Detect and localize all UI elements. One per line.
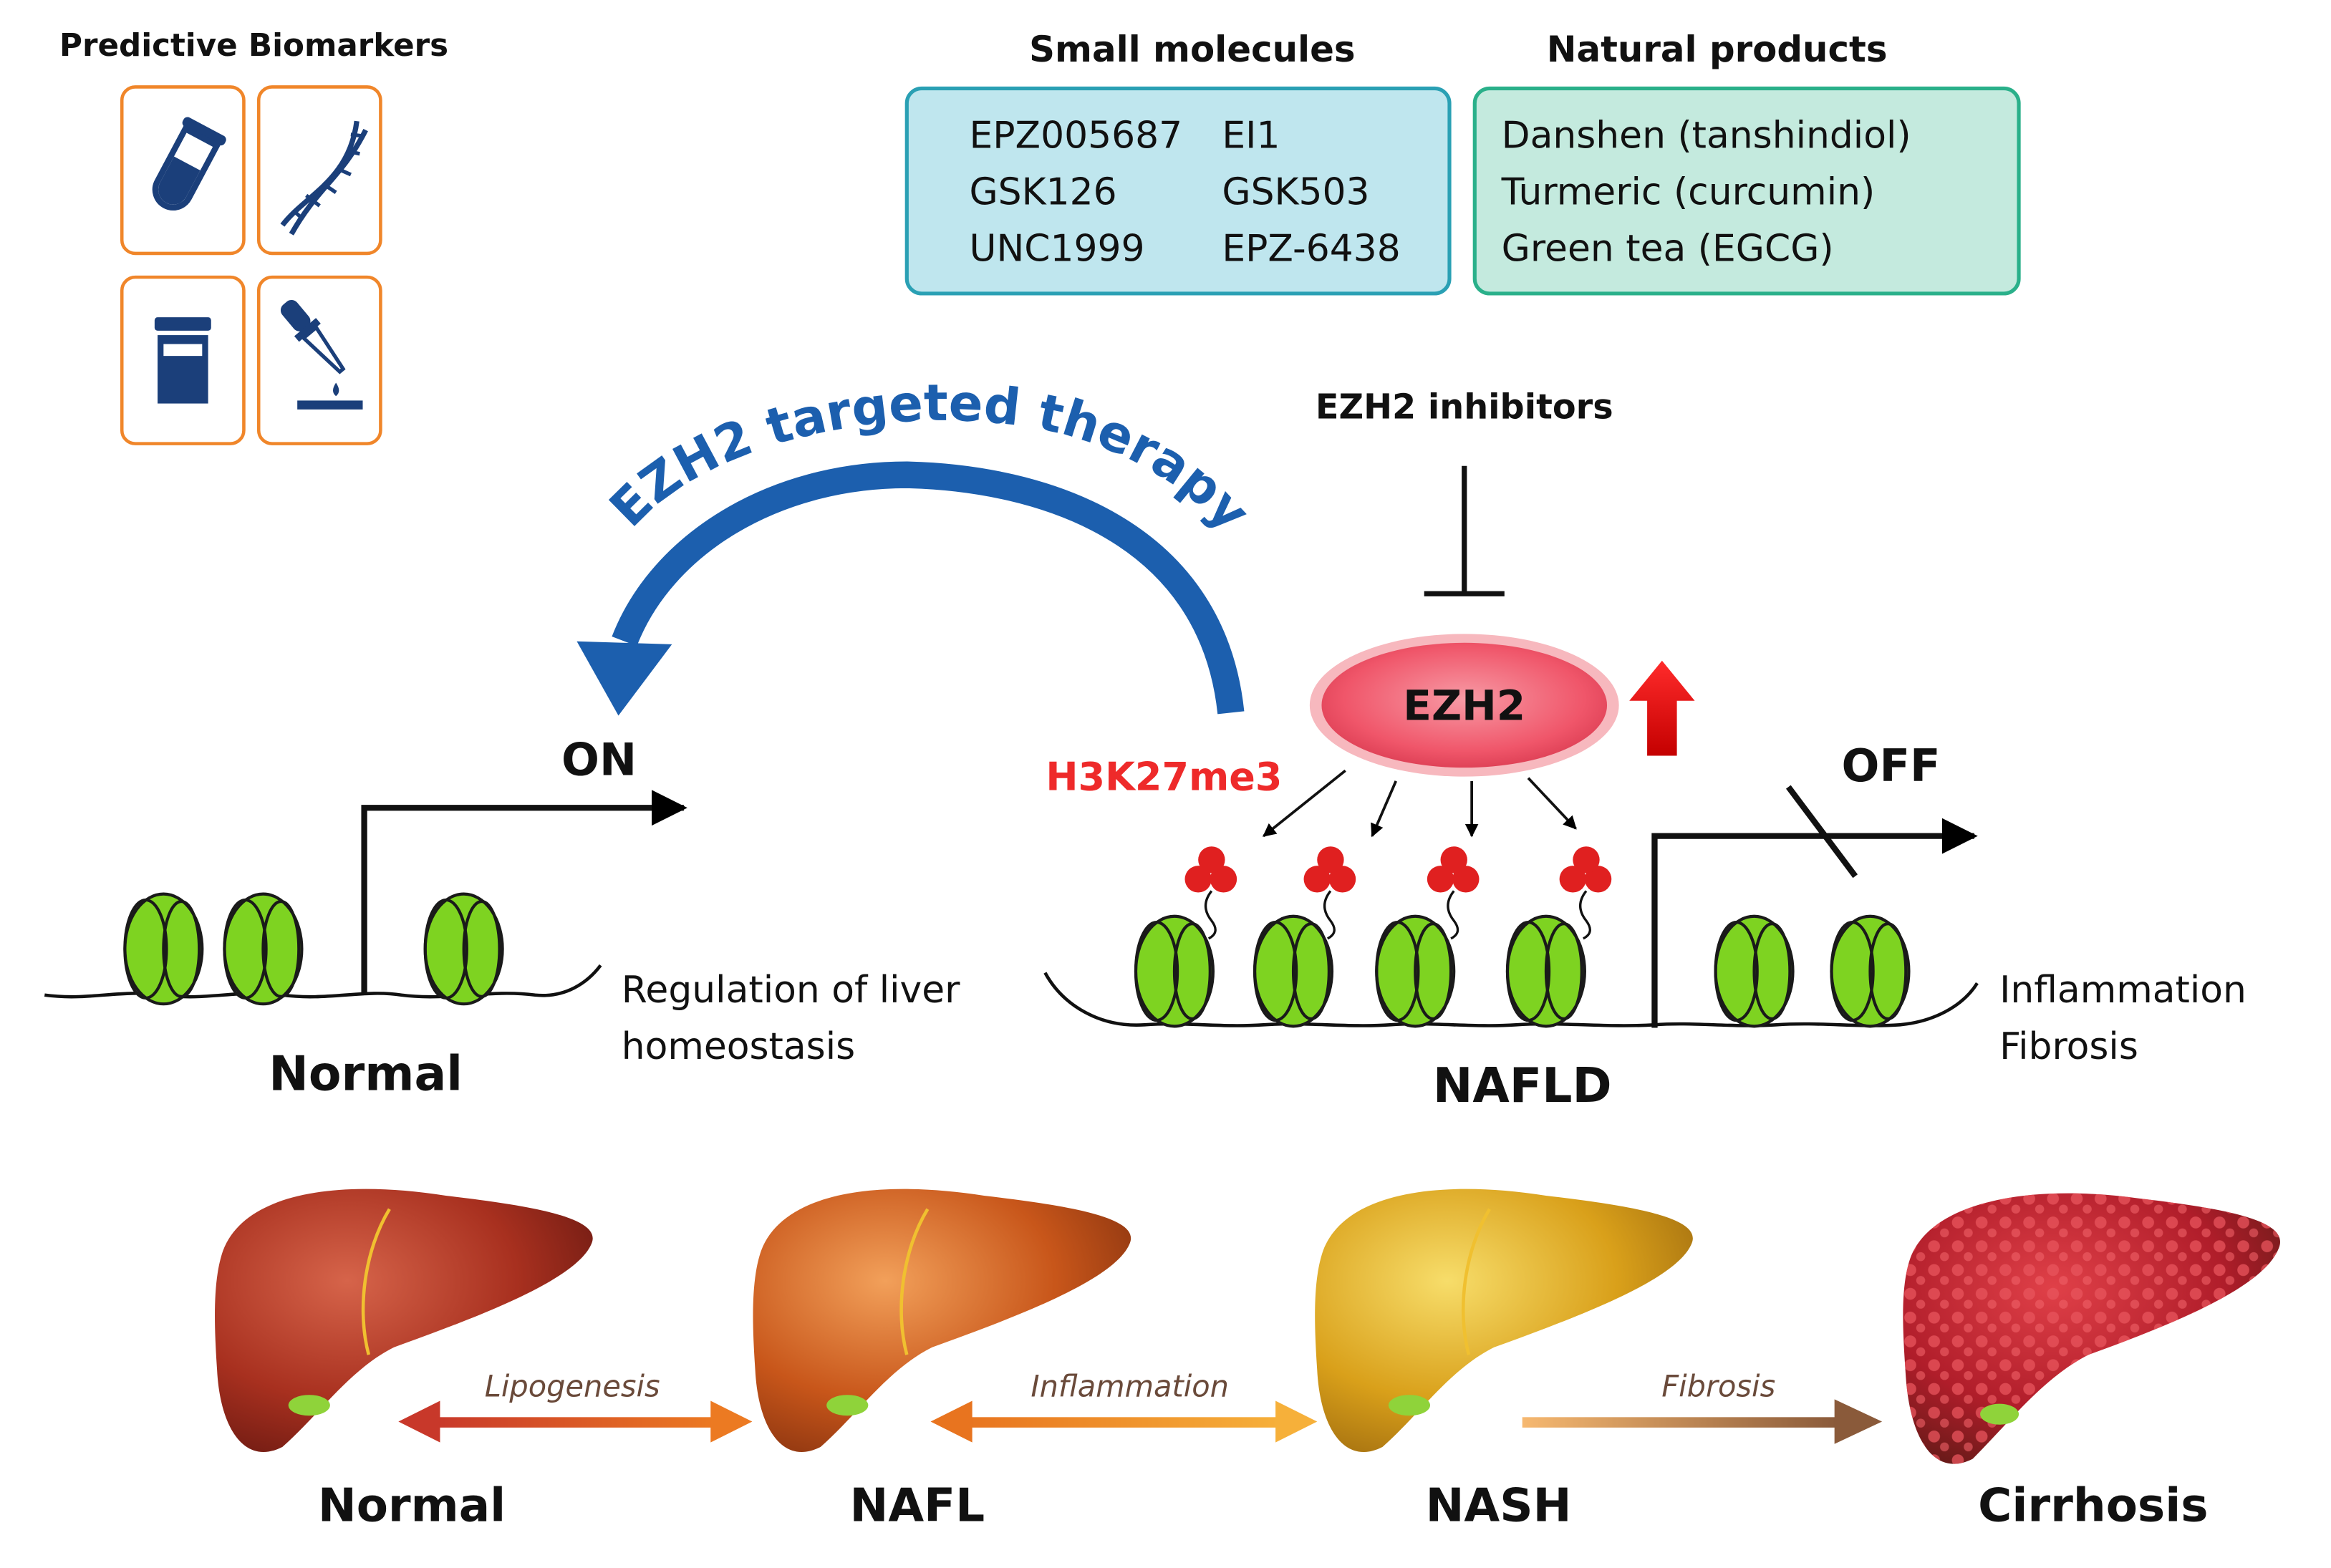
small-molecules-panel: Small molecules EPZ005687 EI1 GSK126 GSK… xyxy=(904,29,1452,296)
inhibitors-block: EZH2 inhibitors xyxy=(1316,387,1613,596)
biomarker-tile xyxy=(256,85,382,256)
inflammation-arrow xyxy=(930,1400,1318,1443)
small-molecule-item: GSK126 xyxy=(969,170,1116,213)
natural-product-item: Turmeric (curcumin) xyxy=(1501,170,1876,213)
methyl-mark xyxy=(1427,846,1480,940)
therapy-label: EZH2 targeted therapy xyxy=(598,373,1262,542)
nucleosome-icon xyxy=(1714,914,1795,1028)
nucleosome-icon xyxy=(1134,914,1215,1028)
off-label: OFF xyxy=(1842,740,1941,792)
biomarkers-panel: Predictive Biomarkers xyxy=(59,28,448,445)
therapy-arrow: EZH2 targeted therapy xyxy=(576,373,1262,716)
nucleosome-icon xyxy=(1830,914,1911,1028)
specimen-jar-icon xyxy=(154,317,211,404)
transcription-on-arrow xyxy=(361,790,687,995)
ezh2-body xyxy=(1321,642,1608,768)
nucleosome-icon xyxy=(1253,914,1334,1028)
stage-label-cirrhosis: Cirrhosis xyxy=(1978,1479,2208,1533)
h3k27me3-label: H3K27me3 xyxy=(1046,754,1282,799)
small-molecule-item: EPZ-6438 xyxy=(1222,227,1400,270)
liver-normal-icon xyxy=(215,1189,593,1453)
blocked-cross xyxy=(1785,785,1858,879)
natural-product-item: Green tea (EGCG) xyxy=(1502,227,1834,270)
nafld-chromatin: OFF Inflammation Fibrosis NAFLD xyxy=(1043,740,2246,1113)
ezh2-enzyme: EZH2 xyxy=(1309,634,1619,777)
stage-label-nash: NASH xyxy=(1426,1479,1572,1533)
methylation-arrows xyxy=(1263,769,1577,838)
lipogenesis-label: Lipogenesis xyxy=(485,1368,660,1403)
upregulation-arrow-icon xyxy=(1629,660,1695,756)
methyl-mark xyxy=(1303,846,1356,940)
nucleosome-icon xyxy=(1375,914,1456,1028)
biomarkers-title: Predictive Biomarkers xyxy=(59,28,448,64)
nucleosome-icon xyxy=(423,892,504,1006)
natural-products-box xyxy=(1472,86,2021,296)
ezh2-label: EZH2 xyxy=(1403,682,1525,730)
dropper-slide-icon xyxy=(280,299,363,410)
liver-nash-icon xyxy=(1315,1189,1693,1453)
nucleosome-icon xyxy=(1505,914,1586,1028)
fibrosis-label: Fibrosis xyxy=(1661,1368,1775,1403)
nafld-description-line2: Fibrosis xyxy=(1999,1025,2138,1068)
biomarker-tile xyxy=(256,275,382,445)
lipogenesis-arrow xyxy=(398,1400,753,1443)
small-molecules-title: Small molecules xyxy=(1029,29,1355,70)
liver-progression: Lipogenesis Inflammation Fibrosis Normal… xyxy=(215,1189,2280,1533)
small-molecules-box xyxy=(904,86,1452,296)
nucleosome-icon xyxy=(223,892,304,1006)
methyl-mark xyxy=(1184,846,1237,940)
liver-nafl-icon xyxy=(753,1189,1131,1453)
small-molecule-item: UNC1999 xyxy=(969,227,1144,270)
transcription-off-arrow xyxy=(1651,818,1978,1028)
stage-label-nafl: NAFL xyxy=(850,1479,985,1533)
stage-label-normal: Normal xyxy=(318,1479,506,1533)
nafld-description-line1: Inflammation xyxy=(1999,969,2246,1012)
fibrosis-arrow xyxy=(1522,1399,1883,1444)
test-tube-icon xyxy=(152,117,226,210)
dna-icon xyxy=(280,120,368,236)
small-molecule-item: EI1 xyxy=(1222,115,1280,158)
methyl-mark xyxy=(1559,846,1612,940)
inflammation-label: Inflammation xyxy=(1031,1368,1229,1403)
nucleosome-icon xyxy=(123,892,204,1006)
natural-products-panel: Natural products Danshen (tanshindiol) T… xyxy=(1472,29,2021,296)
normal-description-line2: homeostasis xyxy=(622,1025,855,1068)
normal-description-line1: Regulation of liver xyxy=(622,969,960,1012)
on-label: ON xyxy=(561,734,637,786)
liver-cirrhosis-icon xyxy=(1903,1193,2280,1464)
natural-products-title: Natural products xyxy=(1547,29,1888,70)
small-molecule-item: GSK503 xyxy=(1222,170,1369,213)
normal-title: Normal xyxy=(269,1046,463,1102)
inhibitors-label: EZH2 inhibitors xyxy=(1316,387,1613,427)
natural-product-item: Danshen (tanshindiol) xyxy=(1502,115,1911,158)
small-molecule-item: EPZ005687 xyxy=(969,115,1182,158)
normal-chromatin: ON Regulation of liver homeostasis Norma… xyxy=(44,734,960,1102)
nafld-title: NAFLD xyxy=(1433,1058,1612,1113)
